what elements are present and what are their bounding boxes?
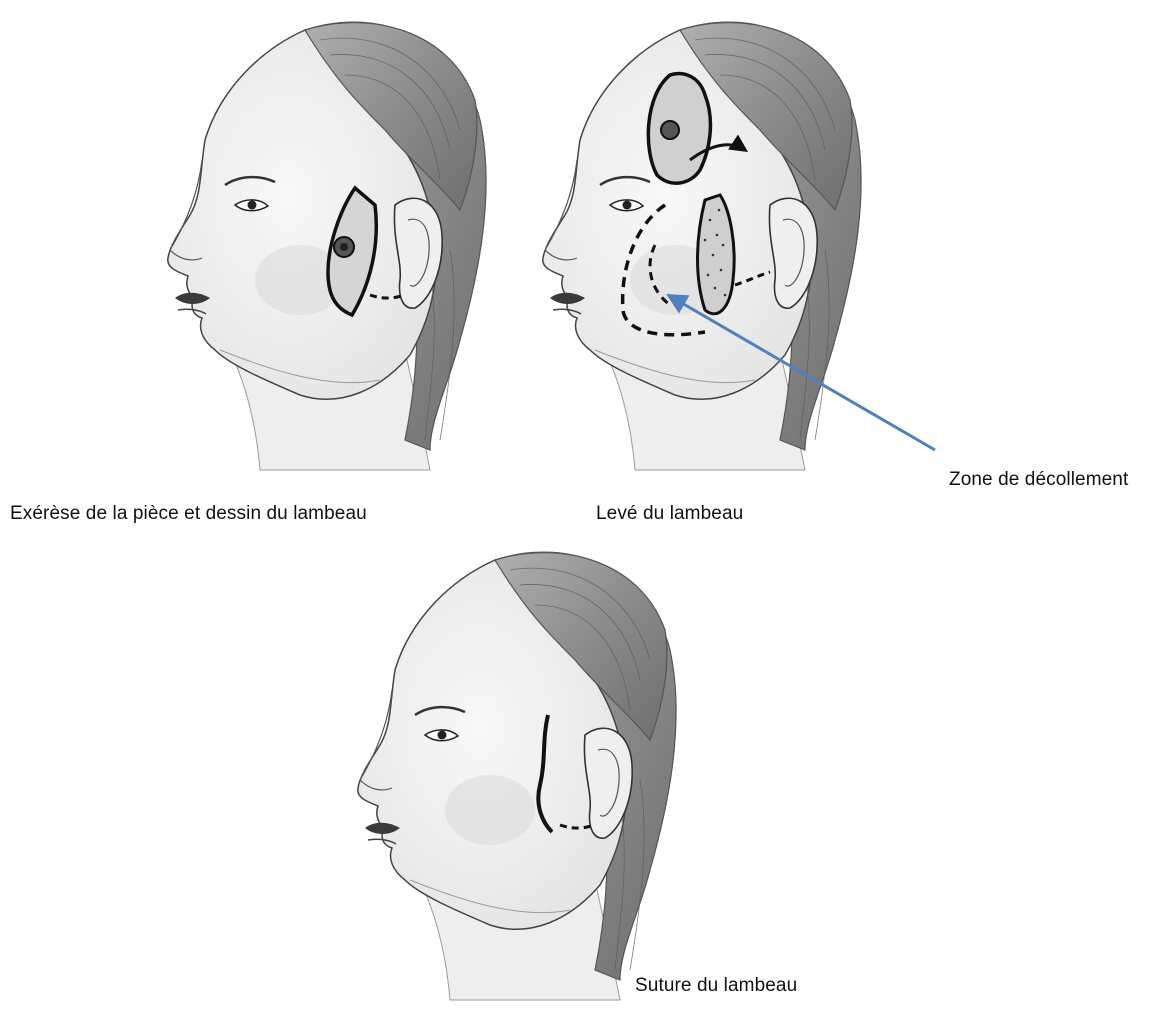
caption-suture: Suture du lambeau	[635, 975, 797, 997]
caption-excision: Exérèse de la pièce et dessin du lambeau	[10, 503, 367, 525]
caption-raising: Levé du lambeau	[596, 503, 743, 525]
panel-raising-illustration	[543, 22, 861, 470]
panel-excision-illustration	[168, 22, 486, 470]
panel-suture-illustration	[358, 552, 676, 1000]
caption-undermining-zone: Zone de décollement	[949, 469, 1128, 491]
